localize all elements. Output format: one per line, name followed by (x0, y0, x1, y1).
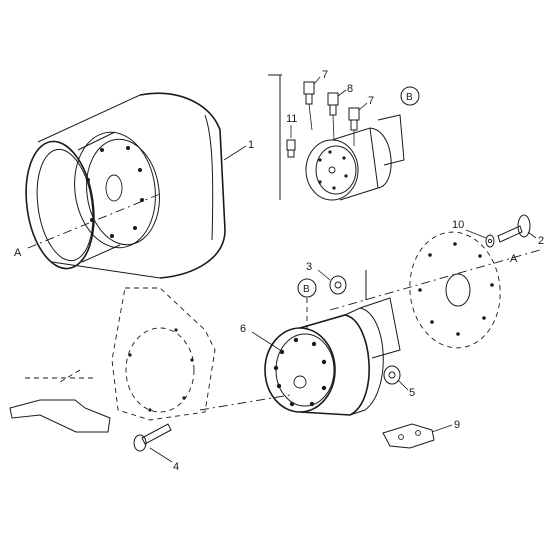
callout-10: 10 (452, 219, 464, 231)
axis-marker-right: A (510, 253, 518, 265)
bolt-4 (133, 423, 172, 452)
bolt-2 (485, 214, 531, 248)
leader-1 (223, 145, 247, 161)
leader-4 (149, 447, 173, 463)
callout-2: 2 (538, 235, 544, 247)
detail-b-view (268, 74, 420, 201)
detail-marker-top: B (406, 92, 413, 103)
nut-5 (383, 365, 401, 385)
callout-5: 5 (409, 387, 415, 399)
flange-plate (409, 231, 501, 349)
leader-3 (317, 269, 331, 281)
axis-line-motor (199, 394, 291, 411)
drum-shell (25, 92, 226, 279)
detail-marker-main: B (303, 284, 310, 295)
leader-6 (251, 331, 281, 351)
axis-line-right (329, 249, 541, 311)
callout-1: 1 (248, 139, 254, 151)
drive-motor (264, 270, 401, 416)
callout-3: 3 (306, 261, 312, 273)
axis-marker-left: A (14, 247, 22, 259)
leader-10 (465, 229, 487, 239)
callout-8: 8 (347, 83, 353, 95)
leader-2 (527, 231, 537, 239)
axis-line-left (27, 193, 161, 249)
callout-7b: 7 (368, 95, 374, 107)
machine-frame (9, 287, 216, 433)
bracket-9 (382, 423, 435, 449)
leader-5 (397, 379, 409, 391)
leader-8 (337, 89, 347, 97)
callout-4: 4 (173, 461, 179, 473)
callout-9: 9 (454, 419, 460, 431)
callout-6: 6 (240, 323, 246, 335)
drum-inner-disc (74, 131, 160, 263)
leader-7a (313, 76, 321, 85)
detail-b-ring (297, 278, 317, 298)
callout-11: 11 (286, 113, 297, 125)
callout-7a: 7 (322, 69, 328, 81)
leader-9 (431, 424, 453, 433)
nut-3 (329, 275, 347, 295)
leader-7b (358, 102, 368, 111)
